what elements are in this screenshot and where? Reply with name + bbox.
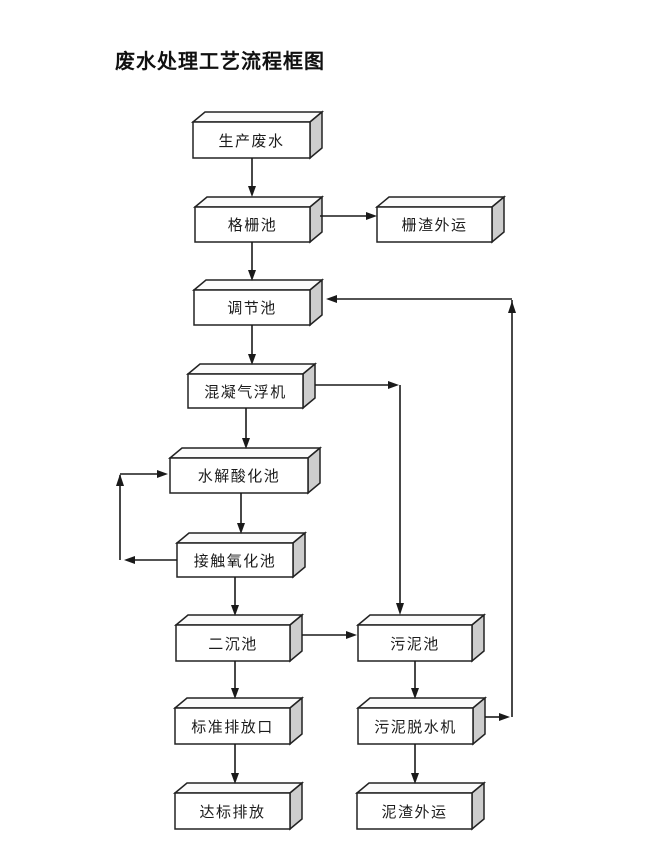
- node-secondary-sedimentation-pool-box: [173, 613, 305, 663]
- node-secondary-sedimentation-pool-label: 二沉池: [208, 634, 258, 653]
- node-grid-pool-box: [192, 195, 325, 244]
- edge-sludge-dewatering-machine-to-sludge-residue-transport: [411, 744, 419, 784]
- node-production-wastewater-label: 生产废水: [218, 131, 285, 150]
- edge-secondary-sedimentation-pool-to-standard-discharge-outlet: [231, 661, 239, 699]
- node-grid-residue-transport-box: [374, 195, 507, 244]
- node-regulating-pool-label: 调节池: [227, 299, 277, 317]
- node-sludge-pool-box: [355, 613, 487, 663]
- node-contact-oxidation-pool-label: 接触氧化池: [193, 551, 277, 570]
- node-hydrolysis-acidification-pool-label: 水解酸化池: [197, 467, 281, 485]
- node-standard-discharge-box: [172, 781, 305, 831]
- edge-regulating-pool-to-coagulation-air-flotation: [248, 325, 256, 365]
- node-sludge-residue-transport-box: [354, 781, 487, 831]
- edge-grid-pool-to-grid-residue-transport: [320, 212, 377, 220]
- edge-sludge-dewatering-machine-to-regulating-pool: [326, 295, 516, 721]
- node-regulating-pool-box: [191, 278, 325, 327]
- node-hydrolysis-acidification-pool-box: [167, 446, 323, 495]
- node-coagulation-air-flotation-label: 混凝气浮机: [204, 382, 287, 401]
- node-standard-discharge-label: 达标排放: [199, 802, 266, 821]
- node-sludge-dewatering-machine-box: [355, 696, 488, 746]
- edge-secondary-sedimentation-pool-to-sludge-pool: [302, 631, 357, 639]
- edge-coagulation-air-flotation-to-sludge-pool: [315, 381, 404, 615]
- edge-production-wastewater-to-grid-pool: [248, 158, 256, 197]
- node-coagulation-air-flotation-box: [185, 362, 318, 410]
- node-standard-discharge-outlet-label: 标准排放口: [191, 717, 274, 736]
- edge-sludge-pool-to-sludge-dewatering-machine: [411, 661, 419, 699]
- node-grid-pool-label: 格栅池: [227, 216, 278, 234]
- edge-grid-pool-to-regulating-pool: [248, 242, 256, 281]
- node-grid-residue-transport-label: 栅渣外运: [401, 216, 468, 234]
- page-title: 废水处理工艺流程框图: [115, 49, 325, 73]
- edge-contact-oxidation-pool-to-secondary-sedimentation-pool: [231, 577, 239, 616]
- edge-coagulation-air-flotation-to-hydrolysis-acidification-pool: [242, 408, 250, 449]
- node-contact-oxidation-pool-box: [174, 531, 308, 579]
- edge-hydrolysis-acidification-pool-to-contact-oxidation-pool: [237, 493, 245, 534]
- node-sludge-residue-transport-label: 泥渣外运: [381, 802, 448, 821]
- edge-standard-discharge-outlet-to-standard-discharge: [231, 744, 239, 784]
- node-standard-discharge-outlet-box: [172, 696, 305, 746]
- node-sludge-dewatering-machine-label: 污泥脱水机: [374, 717, 457, 736]
- node-sludge-pool-label: 污泥池: [390, 634, 440, 653]
- edge-contact-oxidation-pool-to-hydrolysis-acidification-pool: [116, 470, 177, 564]
